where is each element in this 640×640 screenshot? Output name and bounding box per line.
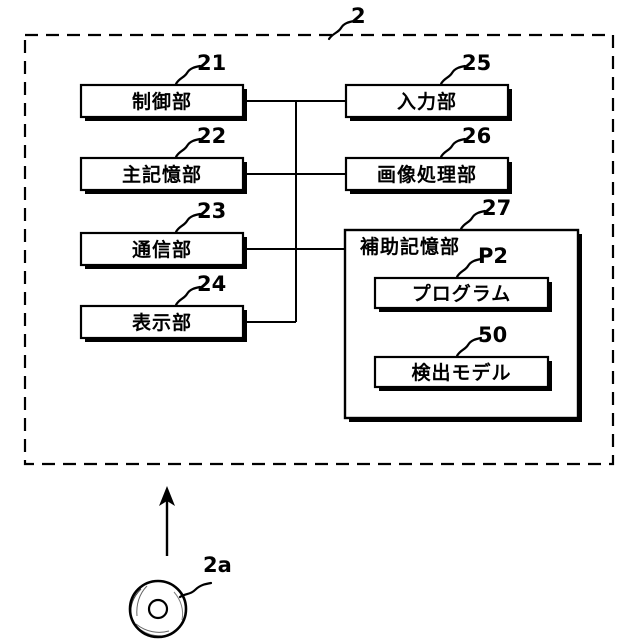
block-communication-unit [79, 231, 247, 269]
communication-unit-label: 通信部 [131, 239, 192, 261]
leader-line-2a [178, 581, 213, 599]
block-image-processing-unit [344, 156, 512, 194]
detection-model-label: 検出モデル [411, 362, 512, 384]
block-input-unit [344, 83, 512, 121]
block-program [373, 276, 552, 312]
leader-line-26 [439, 137, 467, 159]
input-unit-label: 入力部 [396, 91, 457, 113]
image-processing-unit-label: 画像処理部 [376, 164, 477, 186]
leader-line-50 [455, 336, 483, 358]
main-memory-label: 主記憶部 [121, 164, 202, 186]
control-unit-label: 制御部 [131, 91, 192, 113]
leader-line-22 [174, 137, 202, 159]
block-control-unit [79, 83, 247, 121]
leader-line-2 [327, 19, 356, 41]
leader-line-27 [459, 209, 487, 231]
ref-numeral-23: 23 [197, 199, 227, 223]
block-auxiliary-storage [343, 228, 582, 422]
leader-line-23 [174, 212, 202, 234]
bus-wiring [243, 100, 346, 323]
ref-numeral-2: 2 [351, 4, 366, 28]
optical-disc-icon [128, 579, 188, 639]
ref-numeral-26: 26 [462, 124, 492, 148]
program-label: プログラム [411, 283, 512, 305]
auxiliary-storage-label: 補助記憶部 [360, 236, 461, 258]
leader-line-24 [174, 285, 202, 307]
ref-numeral-p2: P2 [478, 244, 509, 268]
block-main-memory [79, 156, 247, 194]
ref-numeral-25: 25 [462, 51, 492, 75]
ref-numeral-50: 50 [478, 323, 508, 347]
block-display-unit [79, 304, 247, 342]
ref-numeral-27: 27 [482, 196, 512, 220]
block-detection-model [373, 355, 552, 391]
display-unit-label: 表示部 [131, 312, 192, 334]
leader-line-p2 [455, 257, 483, 279]
outer-dashed-boundary [23, 33, 615, 466]
ref-numeral-21: 21 [197, 51, 227, 75]
leader-line-21 [174, 64, 202, 86]
up-arrow-icon [159, 486, 175, 556]
ref-numeral-24: 24 [197, 272, 227, 296]
ref-numeral-22: 22 [197, 124, 227, 148]
leader-line-25 [439, 64, 467, 86]
ref-numeral-2a: 2a [203, 553, 232, 577]
